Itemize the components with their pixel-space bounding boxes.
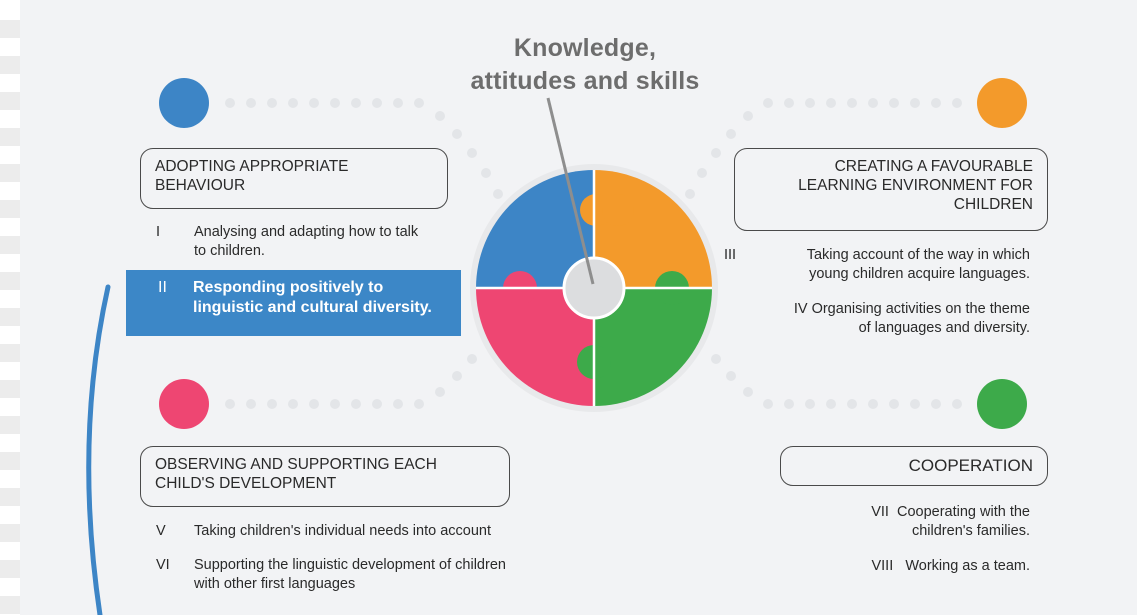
center-title-line2: attitudes and skills <box>470 67 700 95</box>
list-item-II-highlighted: II Responding positively to linguistic a… <box>126 270 461 336</box>
center-title-line1: Knowledge, <box>513 34 657 62</box>
item-text-line: of languages and diversity. <box>858 320 1030 336</box>
item-text: Supporting the linguistic development of… <box>194 556 576 594</box>
item-text-line: Taking account of the way in which <box>806 247 1030 263</box>
green-circle-marker <box>977 379 1027 429</box>
item-number: VII <box>871 504 889 520</box>
item-text-line: Analysing and adapting how to talk <box>194 224 419 240</box>
heading-observing-supporting: OBSERVING AND SUPPORTING EACH CHILD'S DE… <box>140 446 510 507</box>
item-number: VI <box>156 557 170 573</box>
left-stripe-border <box>0 0 20 615</box>
heading-line: COOPERATION <box>908 456 1033 475</box>
blue-curve-arrow <box>86 284 111 615</box>
puzzle-piece-pink <box>476 288 594 406</box>
list-item-VII: VII Cooperating with the children's fami… <box>800 503 1030 543</box>
orange-circle-marker <box>977 78 1027 128</box>
item-number: I <box>156 224 161 240</box>
item-text-line: VIII Working as a team. <box>800 557 1030 576</box>
item-text: Analysing and adapting how to talk to ch… <box>194 223 486 261</box>
blue-circle-marker <box>159 78 209 128</box>
list-item-V: V Taking children's individual needs int… <box>156 522 576 542</box>
item-text-line: children's families. <box>911 523 1030 539</box>
heading-favourable-environment: CREATING A FAVOURABLE LEARNING ENVIRONME… <box>734 148 1048 231</box>
heading-line: CHILDREN <box>953 196 1033 213</box>
list-item-I: I Analysing and adapting how to talk to … <box>156 223 486 263</box>
list-item-IV: IV Organising activities on the theme of… <box>730 300 1030 340</box>
puzzle-piece-blue <box>476 170 594 288</box>
heading-line: LEARNING ENVIRONMENT FOR <box>798 177 1033 194</box>
item-text-line: to children. <box>194 243 265 259</box>
item-text-line: linguistic and cultural diversity. <box>193 299 432 316</box>
item-text-line: Responding positively to <box>193 279 384 296</box>
pink-circle-marker <box>159 379 209 429</box>
list-item-III: III Taking account of the way in which y… <box>724 246 1030 286</box>
item-number: III <box>724 247 737 263</box>
dotted-connectors <box>225 98 962 409</box>
heading-adopting-behaviour: ADOPTING APPROPRIATE BEHAVIOUR <box>140 148 448 209</box>
item-number: VIII <box>871 558 894 574</box>
heading-line: CHILD'S DEVELOPMENT <box>155 475 337 492</box>
heading-line: CREATING A FAVOURABLE <box>834 158 1033 175</box>
center-title: Knowledge, attitudes and skills <box>420 32 750 98</box>
item-text-line: VII Cooperating with the <box>800 503 1030 522</box>
list-item-VIII: VIII Working as a team. <box>800 557 1030 577</box>
item-text: Working as a team. <box>905 558 1030 574</box>
item-text-line: young children acquire languages. <box>809 266 1030 282</box>
puzzle-piece-green <box>594 288 712 406</box>
item-number: II <box>158 279 167 296</box>
item-number: IV <box>793 301 808 317</box>
center-hub <box>562 256 626 320</box>
item-text: Cooperating with the <box>897 504 1030 520</box>
item-text: Taking children's individual needs into … <box>194 523 491 539</box>
item-text: Organising activities on the theme <box>811 301 1030 317</box>
item-text-line: Supporting the linguistic development of… <box>194 557 506 573</box>
list-item-VI: VI Supporting the linguistic development… <box>156 556 576 596</box>
item-text-line: IV Organising activities on the theme <box>730 300 1030 319</box>
title-pointer-line <box>546 97 595 285</box>
heading-cooperation: COOPERATION <box>780 446 1048 486</box>
puzzle-wheel <box>470 164 718 412</box>
item-text: Responding positively to linguistic and … <box>193 278 455 318</box>
item-number: V <box>156 523 166 539</box>
heading-line: ADOPTING APPROPRIATE <box>155 158 349 175</box>
item-text-line: with other first languages <box>194 576 356 592</box>
heading-line: OBSERVING AND SUPPORTING EACH <box>155 456 437 473</box>
heading-line: BEHAVIOUR <box>155 177 246 194</box>
